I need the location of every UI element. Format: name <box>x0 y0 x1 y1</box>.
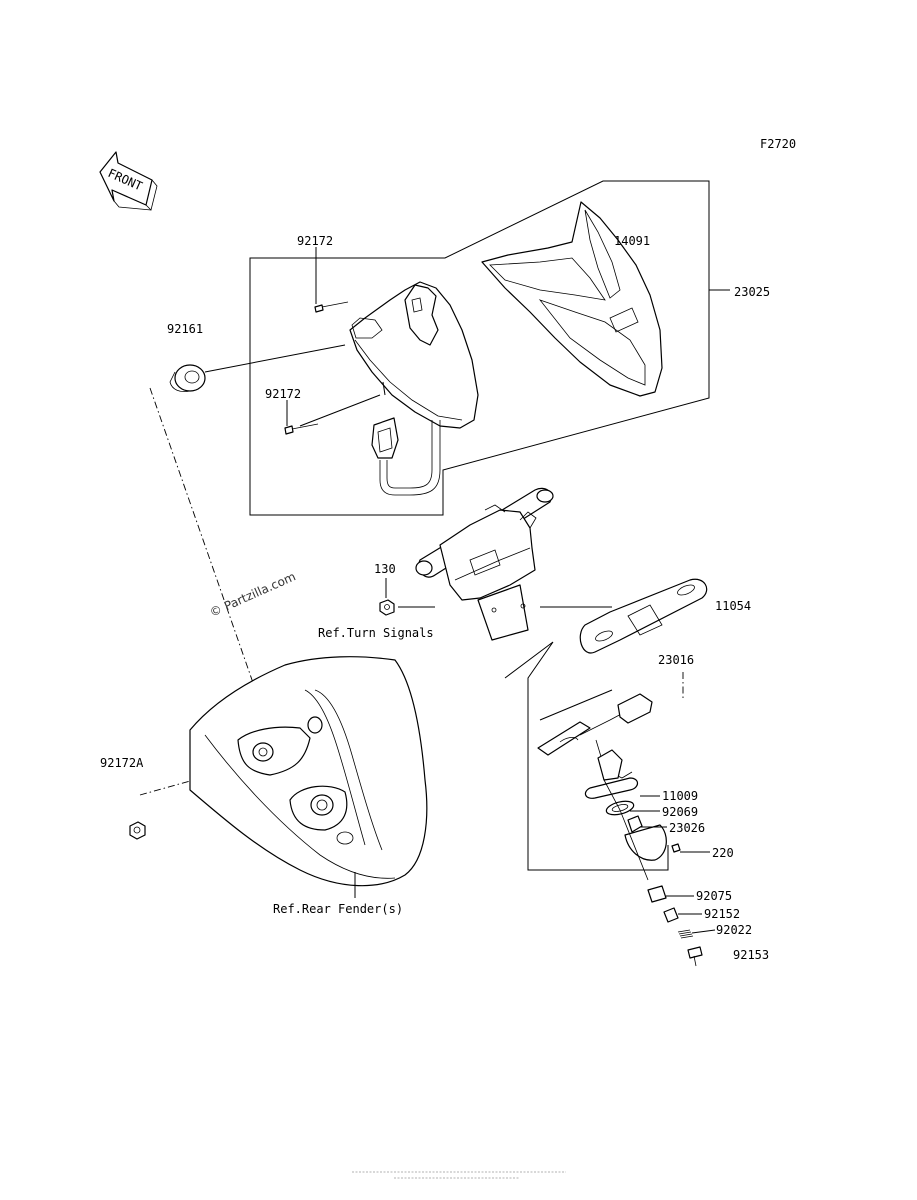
label-92172-top: 92172 <box>297 234 333 248</box>
watermark: © Partzilla.com <box>208 569 298 619</box>
label-92161: 92161 <box>167 322 203 336</box>
label-23025: 23025 <box>734 285 770 299</box>
grommet-92161 <box>169 344 346 392</box>
label-130: 130 <box>374 562 396 576</box>
label-92069: 92069 <box>662 805 698 819</box>
label-92153: 92153 <box>733 948 769 962</box>
assembly-outline-23025 <box>249 180 710 516</box>
license-lamp-parts <box>537 689 716 967</box>
label-92152: 92152 <box>704 907 740 921</box>
label-ref-rear-fender: Ref.Rear Fender(s) <box>273 902 403 916</box>
label-ref-turn-signals: Ref.Turn Signals <box>318 626 434 640</box>
label-11009: 11009 <box>662 789 698 803</box>
nut-130 <box>379 578 435 616</box>
label-220: 220 <box>712 846 734 860</box>
figure-id: F2720 <box>760 137 796 151</box>
tail-lens-cover-14091 <box>481 201 663 397</box>
rear-fender-reference <box>189 656 428 898</box>
label-23026: 23026 <box>669 821 705 835</box>
tail-lamp-housing <box>349 281 479 496</box>
label-14091: 14091 <box>614 234 650 248</box>
label-92172-mid: 92172 <box>265 387 301 401</box>
label-92075: 92075 <box>696 889 732 903</box>
front-arrow-icon: FRONT <box>99 151 158 211</box>
label-92172A: 92172A <box>100 756 144 770</box>
label-23016: 23016 <box>658 653 694 667</box>
license-plate-bracket <box>415 487 554 641</box>
screw-92172-mid <box>284 394 381 435</box>
label-11054: 11054 <box>715 599 751 613</box>
bracket-plate-11054 <box>540 578 708 654</box>
screw-92172-top <box>314 301 349 313</box>
footer-fine-print <box>352 1171 566 1179</box>
label-92022: 92022 <box>716 923 752 937</box>
nut-92172A <box>129 821 146 840</box>
